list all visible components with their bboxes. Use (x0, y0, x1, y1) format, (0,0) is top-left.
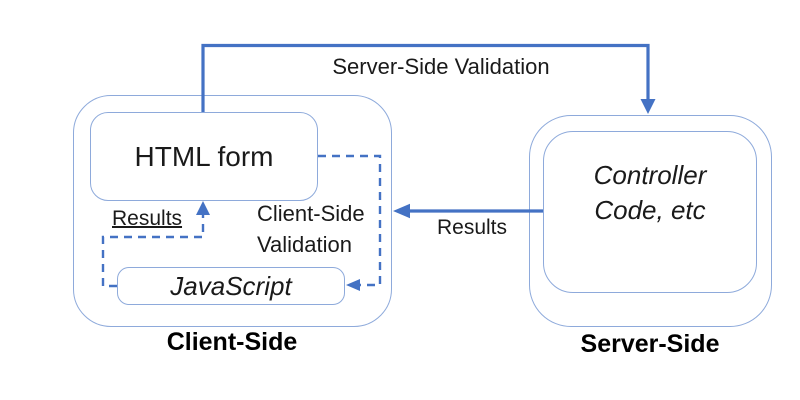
javascript-node: JavaScript (117, 267, 345, 305)
client-side-validation-label-line2: Validation (257, 232, 352, 257)
results-label-server: Results (436, 216, 508, 239)
results-to-client-arrowhead (393, 203, 410, 219)
client-side-validation-label-line1: Client-Side (257, 201, 365, 226)
server-side-validation-label: Server-Side Validation (332, 54, 550, 79)
controller-label-line1: Controller (593, 160, 707, 190)
controller-label-line2: Code, etc (594, 195, 706, 225)
javascript-label: JavaScript (170, 270, 292, 301)
server-side-container (529, 115, 772, 327)
html-form-label: HTML form (134, 140, 274, 172)
results-label-client: Results (112, 207, 183, 230)
server-side-group-label: Server-Side (580, 330, 720, 358)
client-side-group-label: Client-Side (166, 328, 298, 356)
server-side-validation-arrowhead (640, 99, 656, 114)
html-form-node: HTML form (90, 112, 318, 201)
controller-code-node: Controller Code, etc (543, 131, 757, 293)
